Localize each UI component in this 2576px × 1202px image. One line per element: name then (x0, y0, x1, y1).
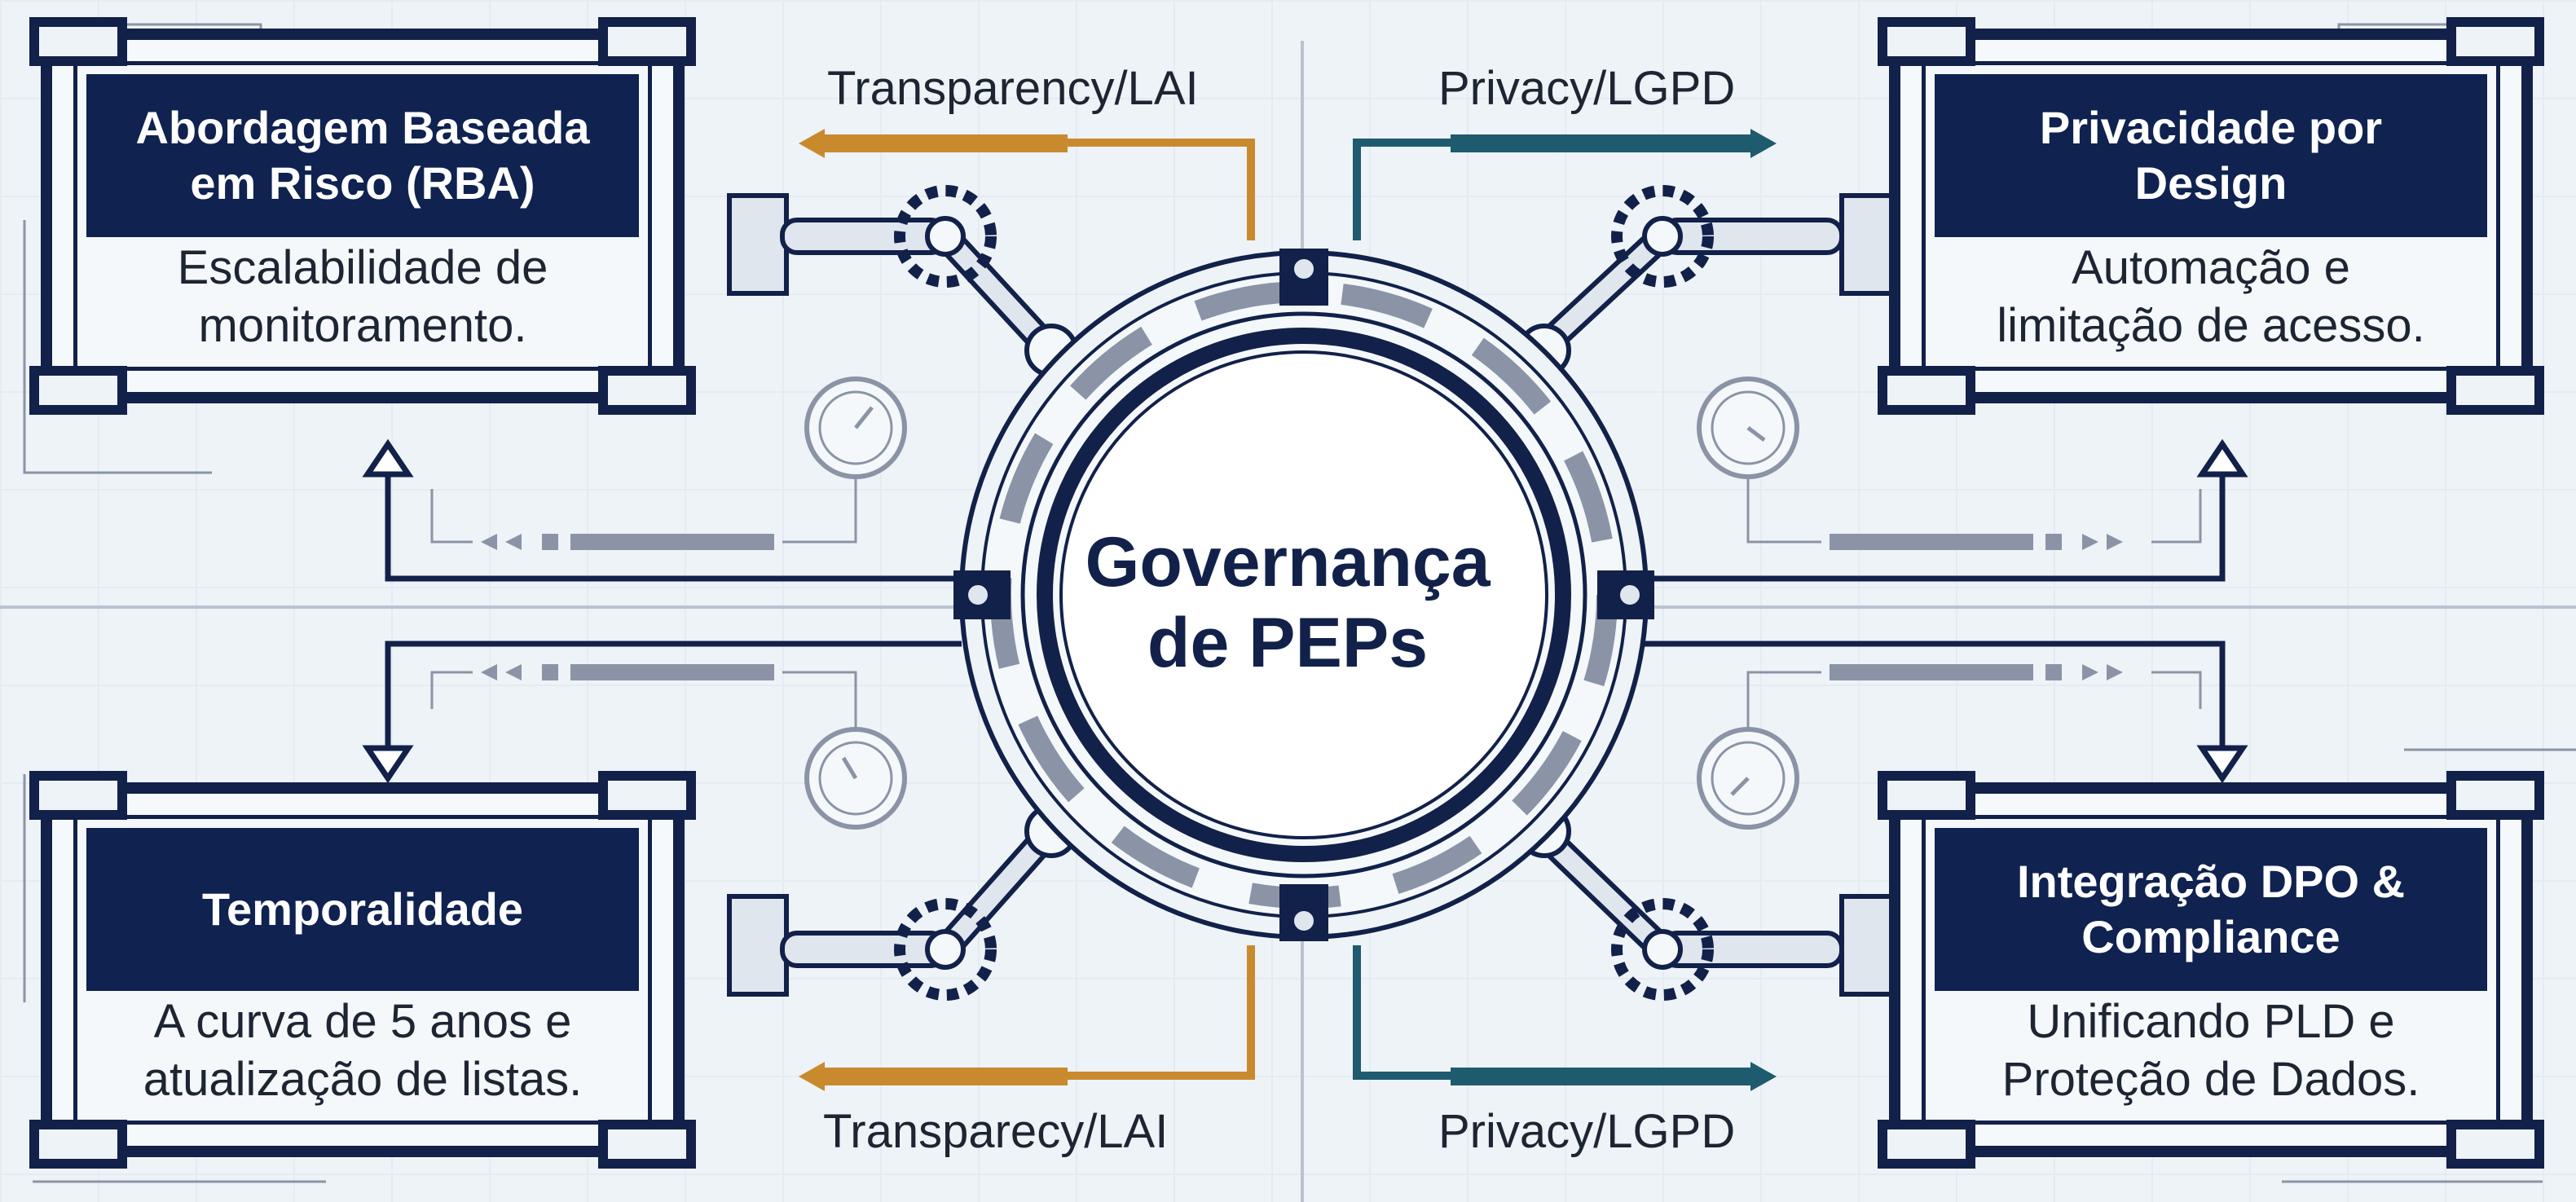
card-corner (598, 1120, 696, 1169)
arrow-icon (2196, 438, 2248, 478)
card-corner (29, 17, 127, 66)
flow-label-transparency-top: Transparency/LAI (827, 62, 1199, 115)
card-corner (29, 771, 127, 820)
hub-title-line2: de PEPs (1147, 604, 1429, 682)
arrow-icon (799, 1062, 825, 1091)
card-corner (2446, 771, 2544, 820)
flow-label-privacy-bottom: Privacy/LGPD (1438, 1105, 1736, 1158)
card-corner (2446, 366, 2544, 415)
hub-title: Governança de PEPs (1043, 505, 1532, 701)
card-corner (1878, 1120, 1975, 1169)
arrow-icon (799, 129, 825, 158)
hub-connectors (385, 469, 2226, 754)
card-corner (1878, 366, 1975, 415)
gear-icon (1611, 185, 1714, 288)
arrow-icon (362, 438, 414, 478)
connector-arrowheads (362, 438, 2248, 784)
arrow-icon (2196, 745, 2248, 784)
card-corner (2446, 1120, 2544, 1169)
gauge-icon (804, 376, 907, 479)
gear-icon (894, 898, 997, 1001)
flow-label-transparency-bottom: Transparecy/LAI (823, 1105, 1169, 1158)
hub-title-line1: Governança (1085, 523, 1491, 602)
arrow-icon (1750, 1062, 1777, 1091)
card-corner (29, 1120, 127, 1169)
gauge-icon (804, 727, 907, 830)
signal-bars (481, 534, 2123, 680)
arrow-icon (1750, 129, 1777, 158)
arrow-icon (362, 745, 414, 784)
card-corner (2446, 17, 2544, 66)
gear-icon (894, 185, 997, 288)
flow-arrow-bars (799, 129, 1777, 1091)
card-corner (598, 17, 696, 66)
gauge-icon (1697, 727, 1799, 830)
robotic-arm-icon (727, 193, 1078, 377)
gauge-icon (1697, 376, 1799, 479)
gauges (804, 376, 1799, 830)
robotic-arm-icon (727, 804, 1078, 997)
robotic-arm-icon (1517, 804, 1901, 997)
card-corner (29, 366, 127, 415)
robotic-arm-icon (1517, 193, 1901, 377)
gear-icon (1611, 898, 1714, 1001)
hub-mechanism (953, 249, 1654, 941)
card-corner (1878, 771, 1975, 820)
card-corner (1878, 17, 1975, 66)
card-corner (598, 366, 696, 415)
flow-label-privacy-top: Privacy/LGPD (1438, 62, 1736, 115)
card-corner (598, 771, 696, 820)
card-title: Integração DPO &Compliance (1935, 828, 2487, 991)
gauge-leads (430, 456, 2202, 733)
card-dpo-compliance-integration: Integração DPO &Compliance Unificando PL… (1878, 771, 2544, 1169)
card-title: Temporalidade (86, 828, 639, 991)
